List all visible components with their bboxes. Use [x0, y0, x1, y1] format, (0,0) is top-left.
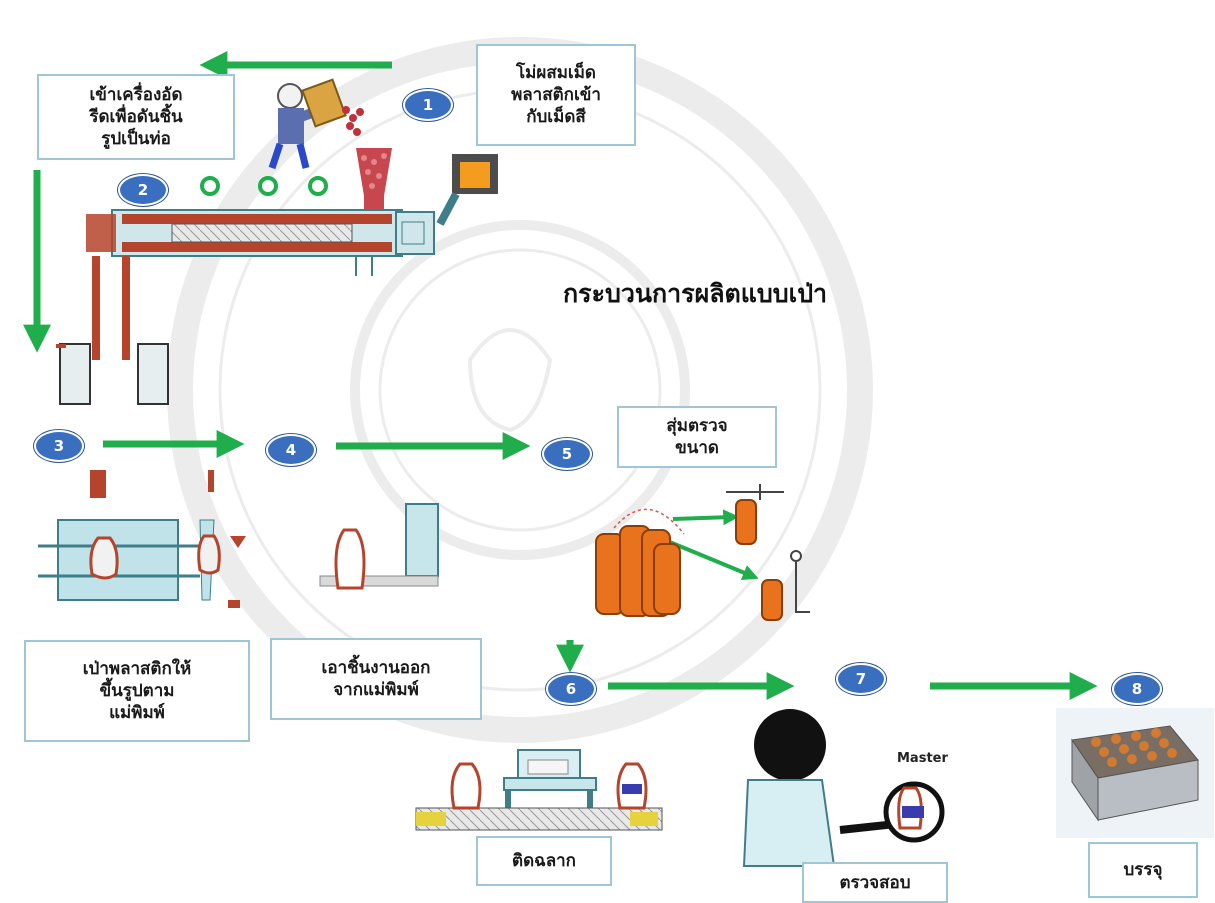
motor-icon [436, 154, 498, 226]
watermark-seal [167, 37, 873, 743]
step-badge-3: 3 [34, 430, 84, 462]
labeling-machine-icon [415, 749, 663, 831]
extruder-machine-icon [86, 176, 435, 360]
step-6-label: ติดฉลาก [476, 836, 612, 886]
step-badge-1: 1 [403, 89, 453, 121]
step-5-label: สุ่มตรวจ ขนาด [617, 406, 777, 468]
sampling-dotted-arc [613, 508, 685, 535]
step-badge-6: 6 [546, 673, 596, 705]
step-badge-2: 2 [118, 174, 168, 206]
inspector-magnifier-icon [742, 709, 945, 867]
step-4-label: เอาชิ้นงานออก จากแม่พิมพ์ [270, 638, 482, 720]
step-badge-8: 8 [1112, 673, 1162, 705]
measure-tools-icon [726, 484, 810, 613]
step-badge-4: 4 [266, 434, 316, 466]
arrow-sample-1 [672, 509, 740, 526]
step-1-label: โม่ผสมเม็ด พลาสติกเข้า กับเม็ดสี [476, 44, 636, 146]
packaging-box-icon [1056, 708, 1214, 838]
hopper-pellets-icon [356, 148, 392, 214]
demold-icon [319, 503, 439, 590]
master-sample-label: Master [897, 751, 948, 766]
diagram-title: กระบวนการผลิตแบบเป่า [563, 279, 828, 308]
worker-pouring-icon [268, 78, 364, 170]
step-2-label: เข้าเครื่องอัด รีดเพื่อดันชิ้น รูปเป็นท่… [37, 74, 235, 160]
blow-mold-icon [38, 470, 246, 608]
step-7-label: ตรวจสอบ [802, 862, 948, 903]
step-3-label: เป่าพลาสติกให้ ขึ้นรูปตาม แม่พิมพ์ [24, 640, 250, 742]
mold-halves-icon [56, 343, 169, 405]
step-badge-5: 5 [542, 438, 592, 470]
step-8-label: บรรจุ [1088, 842, 1198, 898]
step-badge-7: 7 [836, 663, 886, 695]
bottles-sample-icon [595, 499, 783, 621]
flow-arrows [23, 51, 1098, 700]
